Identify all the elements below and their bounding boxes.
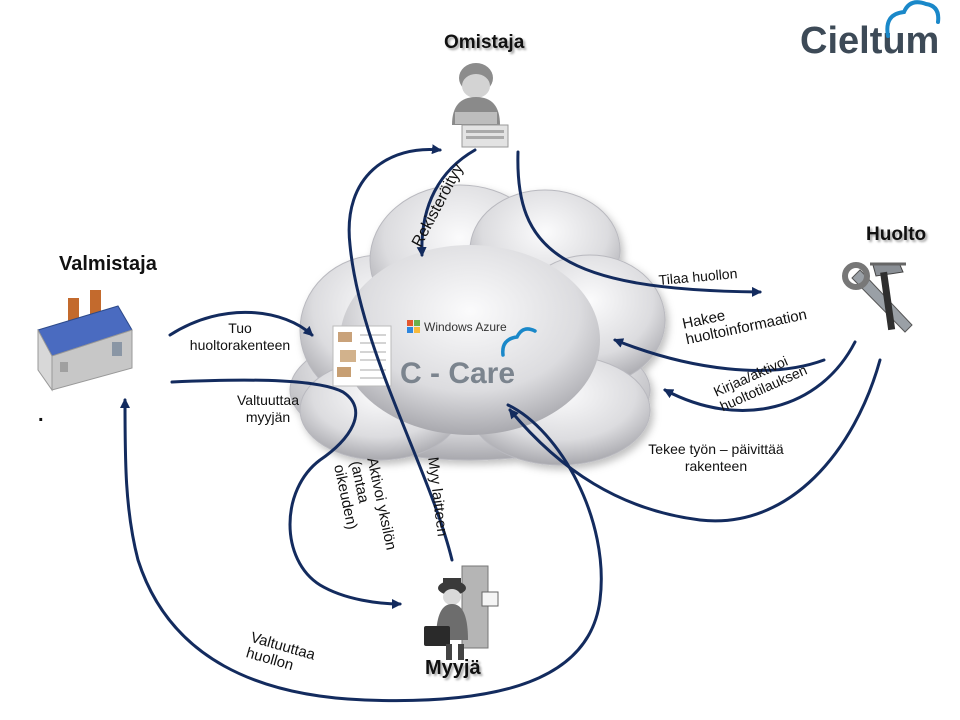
- stray-dot-text: .: [38, 404, 44, 426]
- arrow-work-update: [508, 358, 882, 523]
- arrow-order-service: [516, 150, 762, 297]
- brand-cloud-mark: [885, 0, 941, 38]
- arrow-authorize-seller: [170, 378, 402, 609]
- windows-logo-icon: [407, 320, 420, 333]
- arrow-fetch-info: [613, 338, 826, 372]
- flow-label-work-update: Tekee työn – päivittää rakenteen: [648, 441, 784, 474]
- arrow-log-orders: [663, 340, 857, 412]
- salesman-icon: [424, 565, 499, 660]
- factory-icon: [37, 290, 133, 392]
- document-thumbnail-icon: [332, 325, 392, 387]
- arrow-bring-structure: [168, 310, 314, 337]
- actor-seller-label: Myyjä: [425, 657, 481, 679]
- arrow-registered: [347, 144, 454, 562]
- cloud-icon: [289, 184, 666, 466]
- arrow-seller-activation: [120, 398, 603, 703]
- c-care-cloud-mark: [501, 327, 537, 357]
- wrench-hammer-icon: [842, 262, 913, 333]
- flow-label-authorize-seller: Valtuuttaa myyjän: [236, 392, 299, 425]
- actor-manufacturer-label: Valmistaja: [59, 253, 157, 275]
- brand-logo-text: Cieltum: [800, 20, 939, 62]
- actor-service-label: Huolto: [866, 224, 927, 245]
- flow-label-bring-structure: Tuo huoltorakenteen: [189, 320, 291, 353]
- actor-owner-label: Omistaja: [444, 32, 525, 53]
- platform-product-label: C - Care: [400, 357, 515, 390]
- arrow-owner-to-cloud: [416, 148, 477, 257]
- brand-logo: Cieltum: [800, 0, 941, 62]
- person-at-computer-icon: [452, 63, 509, 148]
- platform-provider-label: Windows Azure: [424, 320, 507, 334]
